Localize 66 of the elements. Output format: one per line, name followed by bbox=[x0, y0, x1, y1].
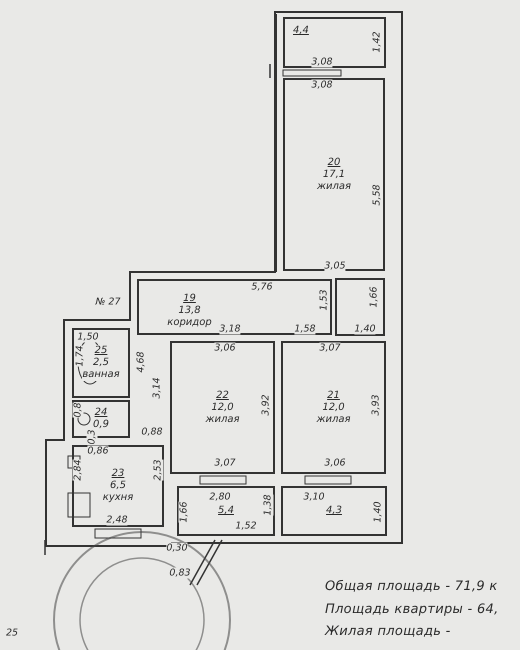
room-number: 21 bbox=[327, 390, 340, 402]
room-area: 6,5 bbox=[110, 480, 126, 492]
dimension-label: 3,08 bbox=[311, 80, 333, 90]
area-note: Общая площадь - 71,9 к bbox=[325, 579, 498, 595]
dimension-label: 2,84 bbox=[72, 459, 84, 481]
dimension-label: 1,40 bbox=[354, 324, 376, 334]
room-label: жилая bbox=[316, 414, 351, 426]
dimension-label: 1,42 bbox=[372, 31, 382, 53]
dimension-label: 3,08 bbox=[311, 56, 333, 68]
room-label: жилая bbox=[205, 414, 240, 426]
room-number: 4,4 bbox=[293, 25, 309, 37]
handwritten-number: 25 bbox=[6, 628, 18, 638]
dimension-label: 3,07 bbox=[214, 458, 236, 468]
dimension-label: 3,07 bbox=[319, 342, 341, 354]
room-label: жилая bbox=[316, 180, 352, 192]
area-note: Жилая площадь - bbox=[325, 624, 451, 640]
dimension-label: 0,88 bbox=[141, 426, 163, 438]
dimension-label: 3,18 bbox=[219, 324, 241, 334]
room-label: коридор bbox=[167, 317, 212, 329]
dimension-label: 0,30 bbox=[166, 542, 188, 554]
dimension-label: 1,52 bbox=[235, 520, 257, 532]
dimension-label: 3,14 bbox=[152, 377, 162, 399]
storage-room bbox=[335, 278, 385, 336]
room-area: 12,0 bbox=[322, 402, 345, 414]
dimension-label: 1,53 bbox=[318, 289, 330, 311]
dimension-label: 1,66 bbox=[178, 501, 190, 523]
dimension-label: 3,06 bbox=[214, 342, 236, 354]
room-number: 22 bbox=[216, 390, 229, 402]
dimension-label: 5,58 bbox=[372, 184, 382, 206]
dimension-label: 0,8 bbox=[72, 402, 84, 418]
room-area: 17,1 bbox=[322, 168, 346, 180]
dimension-label: 3,06 bbox=[324, 458, 346, 468]
room-number: 23 bbox=[112, 468, 124, 480]
apartment-number: № 27 bbox=[96, 296, 120, 308]
room-area: 12,0 bbox=[211, 402, 234, 414]
dimension-label: 3,92 bbox=[260, 394, 272, 416]
room bbox=[281, 486, 387, 536]
dimension-label: 1,38 bbox=[262, 494, 274, 516]
dimension-label: 0,86 bbox=[87, 446, 109, 456]
dimension-label: 3,05 bbox=[324, 260, 346, 272]
dimension-label: 3,93 bbox=[370, 394, 382, 416]
room-number: 24 bbox=[94, 407, 108, 419]
room-number: 20 bbox=[328, 156, 340, 168]
dimension-label: 2,53 bbox=[152, 459, 164, 481]
dimension-label: 1,74 bbox=[74, 345, 86, 367]
dimension-label: 0,83 bbox=[169, 568, 191, 578]
room-area: 13,8 bbox=[178, 305, 201, 317]
dimension-label: 2,48 bbox=[106, 514, 128, 526]
dimension-label: 3,10 bbox=[303, 492, 325, 502]
room-number: 4,3 bbox=[326, 505, 342, 517]
dimension-label: 5,76 bbox=[251, 282, 273, 292]
room-label: 0,9 bbox=[93, 419, 109, 431]
dimension-label: 2,80 bbox=[209, 492, 231, 502]
room-label: кухня bbox=[102, 492, 134, 504]
dimension-label: 0,3 bbox=[86, 429, 98, 445]
dimension-label: 4,68 bbox=[136, 351, 146, 373]
room-number: 19 bbox=[183, 293, 196, 305]
room-area: 2,5 bbox=[93, 357, 109, 369]
dimension-label: 1,66 bbox=[368, 286, 380, 308]
dimension-label: 1,40 bbox=[372, 501, 384, 523]
room-number: 5,4 bbox=[218, 505, 234, 517]
dimension-label: 1,50 bbox=[77, 332, 99, 342]
room-number: 25 bbox=[94, 345, 108, 357]
area-note: Площадь квартиры - 64, bbox=[325, 602, 499, 618]
room-label: ванная bbox=[82, 369, 120, 381]
dimension-label: 1,58 bbox=[294, 324, 316, 334]
